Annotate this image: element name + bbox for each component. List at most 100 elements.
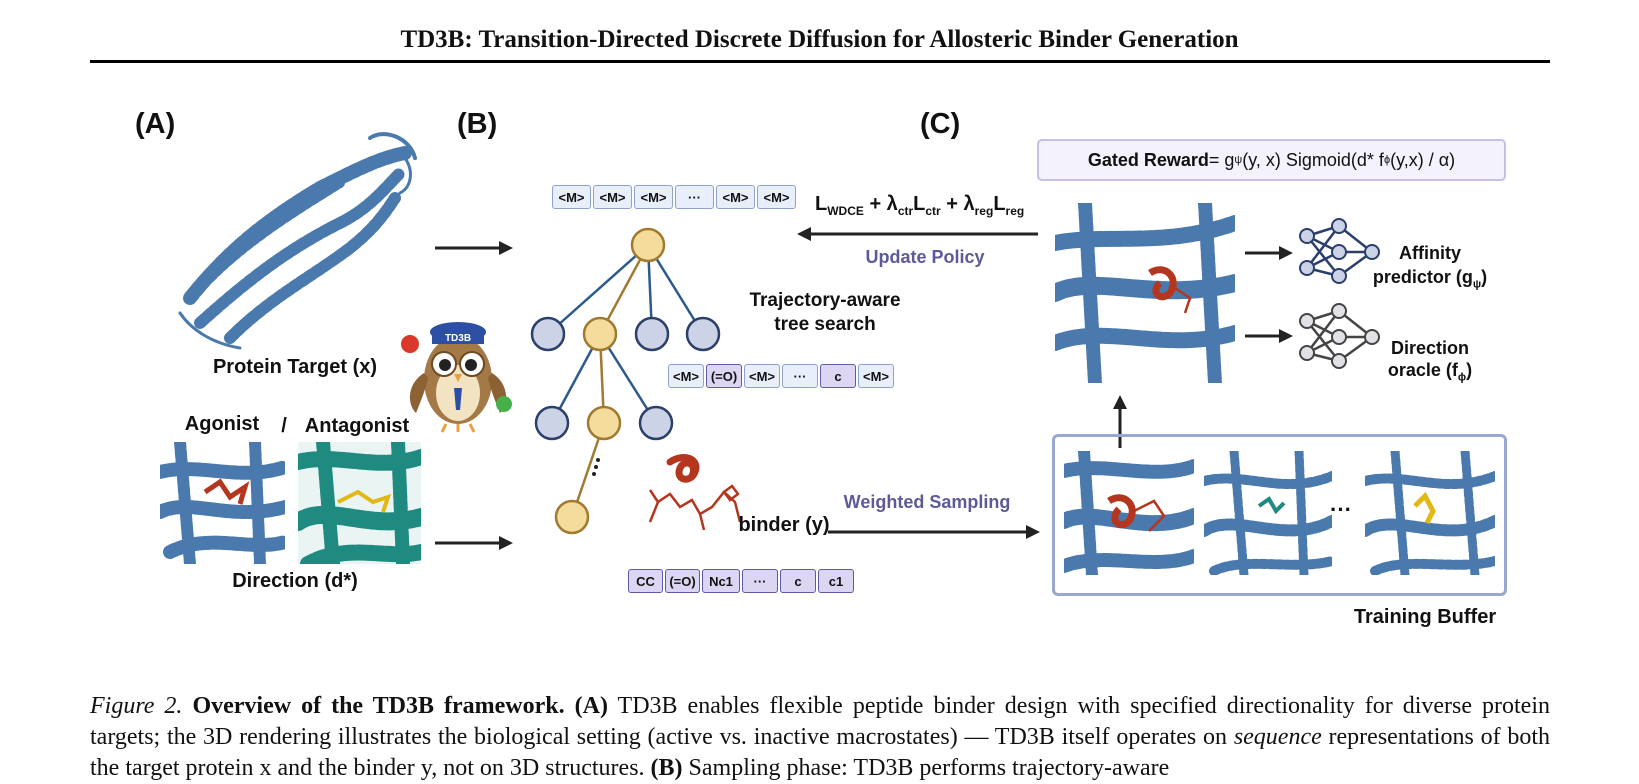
buffer-sample-1 (1064, 451, 1194, 575)
tree-search-label-line2: tree search (774, 314, 876, 335)
loss-subscript: ctr (897, 204, 914, 218)
token: <M> (593, 185, 632, 209)
header-rule (90, 60, 1550, 63)
loss-term: L (993, 193, 1006, 215)
token: <M> (858, 364, 894, 388)
affinity-label-line2: predictor (g (1372, 267, 1473, 287)
caption-figure-number: Figure 2. (90, 693, 183, 719)
owl-mascot: TD3B (401, 322, 512, 433)
tree-search-diagram (530, 227, 721, 535)
affinity-predictor-label: Affinity predictor (gψ) (1365, 241, 1495, 297)
masked-sequence-top: <M> <M> <M> ··· <M> <M> (552, 185, 796, 209)
caption-label-b: (B) (650, 755, 683, 781)
loss-term: L (913, 193, 926, 215)
direction-label: Direction (d*) (232, 570, 358, 592)
arrow-direction-to-tree (435, 536, 513, 550)
tree-root-node (630, 227, 666, 263)
affinity-network-icon (1299, 218, 1380, 284)
direction-oracle-label: Direction oracle (fϕ) (1365, 337, 1495, 389)
buffer-sample-2 (1204, 451, 1332, 575)
generated-binder-sequence: CC (=O) Nc1 ··· c c1 (628, 569, 854, 593)
tree-leaf-node (554, 499, 590, 535)
loss-subscript: WDCE (827, 204, 864, 218)
loss-term: + λ (940, 193, 975, 215)
partial-sequence-mid: <M> (=O) <M> ··· c <M> (668, 364, 894, 388)
panel-label-a: (A) (135, 108, 176, 140)
formula-part: (y, x) Sigmoid(d* f (1242, 149, 1384, 170)
tree-search-label: Trajectory-aware tree search (735, 289, 915, 337)
antagonist-structure-image (298, 442, 421, 564)
tree-node (638, 405, 674, 441)
arrow-protein-to-tree (435, 241, 513, 255)
token: <M> (552, 185, 591, 209)
complex-structure-image (1055, 203, 1235, 383)
tree-search-label-line1: Trajectory-aware (749, 290, 901, 311)
formula-part: (y,x) / α) (1390, 149, 1456, 170)
training-buffer-label: Training Buffer (1353, 606, 1497, 628)
token: ··· (675, 185, 714, 209)
formula-subscript: ψ (1234, 154, 1243, 166)
direction-network-icon (1299, 303, 1380, 369)
paper-running-title: TD3B: Transition-Directed Discrete Diffu… (400, 26, 1239, 53)
loss-subscript: reg (1005, 204, 1025, 218)
direction-label-line2: oracle (f (1387, 360, 1458, 380)
arrow-update-policy (797, 227, 1038, 241)
tree-node (530, 316, 566, 352)
binder-structure-image (648, 454, 742, 531)
tree-node-selected (586, 405, 622, 441)
protein-target-label: Protein Target (x) (212, 356, 378, 378)
update-policy-label: Update Policy (865, 247, 985, 267)
binder-label: binder (y) (738, 514, 830, 536)
arrow-weighted-sampling (828, 525, 1040, 539)
token: Nc1 (702, 569, 740, 593)
affinity-close-paren: ) (1481, 267, 1488, 287)
panel-label-b: (B) (457, 108, 498, 140)
caption-title: Overview of the TD3B framework. (192, 693, 565, 719)
tree-node (634, 316, 670, 352)
caption-label-a: (A) (574, 693, 608, 719)
token: <M> (716, 185, 755, 209)
agonist-label: Agonist (184, 413, 260, 435)
token: (=O) (706, 364, 742, 388)
token: CC (628, 569, 663, 593)
arrow-to-affinity (1245, 246, 1293, 260)
antagonist-label: Antagonist (304, 415, 410, 437)
affinity-subscript: ψ (1472, 278, 1482, 291)
direction-label-line1: Direction (1390, 338, 1469, 358)
token: <M> (668, 364, 704, 388)
buffer-sample-3 (1365, 451, 1495, 575)
arrow-to-direction (1245, 329, 1293, 343)
direction-close-paren: ) (1466, 360, 1473, 380)
weighted-sampling-label: Weighted Sampling (843, 492, 1011, 512)
caption-emphasis: sequence (1233, 724, 1322, 750)
caption-text: Sampling phase: TD3B performs trajectory… (682, 755, 1170, 781)
buffer-ellipsis: ··· (1330, 497, 1352, 522)
tree-node (685, 316, 721, 352)
loss-term: + λ (863, 193, 898, 215)
token: c (820, 364, 856, 388)
tree-node (534, 405, 570, 441)
owl-cap-text: TD3B (445, 333, 471, 344)
token: <M> (634, 185, 673, 209)
caption-text: TD3B enables flexible peptide binder des… (90, 693, 1551, 750)
protein-target-structure (178, 132, 417, 350)
token: <M> (757, 185, 796, 209)
training-buffer-box (1052, 434, 1507, 596)
token: c (780, 569, 816, 593)
arrow-buffer-to-complex (1113, 395, 1127, 448)
loss-term: L (815, 193, 828, 215)
loss-subscript: ctr (925, 204, 941, 218)
agonist-structure-image (160, 442, 285, 564)
formula-subscript: ϕ (1383, 154, 1391, 166)
agonist-antagonist-separator: / (281, 415, 287, 437)
panel-label-c: (C) (920, 108, 961, 140)
loss-function-label: LWDCE + λctrLctr + λregLreg (815, 193, 1024, 218)
token: (=O) (665, 569, 700, 593)
formula-part: = g (1208, 149, 1235, 170)
affinity-label-line1: Affinity (1399, 243, 1461, 263)
direction-subscript: ϕ (1457, 371, 1467, 384)
tree-node-selected (582, 316, 618, 352)
token: ··· (782, 364, 818, 388)
token: ··· (742, 569, 778, 593)
